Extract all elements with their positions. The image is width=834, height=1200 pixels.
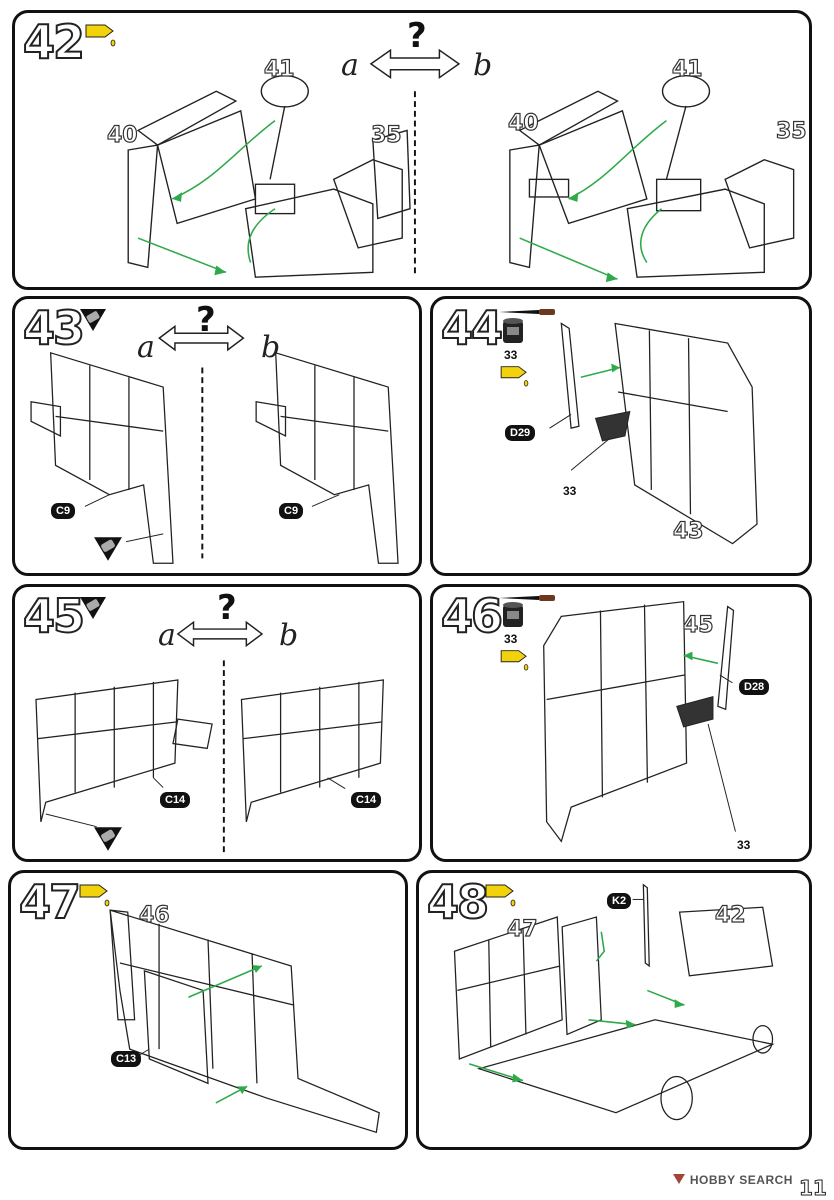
option-b-label: b	[261, 330, 281, 365]
glue-icon	[485, 884, 516, 907]
callout-42: 42	[714, 903, 746, 928]
callout-41: 41	[263, 57, 295, 82]
paint-code-pointer: 33	[737, 838, 751, 852]
paint-pot-icon	[503, 318, 523, 343]
paint-brush-icon	[499, 309, 555, 315]
callout-35: 35	[775, 119, 807, 144]
brand-name: HOBBY SEARCH	[689, 1173, 793, 1187]
step-42-illustration	[127, 48, 795, 283]
paint-code-pointer: 33	[563, 484, 577, 498]
cut-icon	[94, 537, 122, 561]
part-label-d29: D29	[505, 425, 536, 441]
paint-code: 33	[504, 632, 518, 646]
step-42-panel: 42 a ? b 41 40 35 41 40 35	[12, 10, 812, 290]
glue-icon	[79, 884, 110, 907]
step-number: 48	[426, 875, 490, 929]
option-b-label: b	[473, 48, 493, 83]
cut-icon	[94, 827, 122, 851]
step-46-illustration	[543, 600, 736, 843]
callout-46: 46	[138, 903, 170, 928]
part-label-c14: C14	[351, 792, 382, 808]
step-number: 47	[18, 875, 82, 929]
glue-icon	[85, 24, 116, 47]
callout-35: 35	[370, 123, 402, 148]
question-mark: ?	[196, 300, 216, 340]
brand-logo-icon	[673, 1174, 685, 1184]
callout-40: 40	[507, 111, 539, 136]
step-number: 44	[440, 301, 504, 355]
part-label-c14: C14	[160, 792, 191, 808]
step-number: 45	[22, 589, 86, 643]
cut-icon	[80, 597, 106, 619]
step-47-illustration	[109, 909, 380, 1134]
cut-icon	[80, 309, 106, 331]
step-47-panel: 47 46 C13	[8, 870, 408, 1150]
brand-watermark: HOBBY SEARCH	[672, 1173, 793, 1187]
step-44-panel: 44 33 D29 33 43	[430, 296, 812, 576]
paint-pot-icon	[503, 602, 523, 627]
callout-45: 45	[682, 613, 714, 638]
option-b-label: b	[279, 618, 299, 653]
part-label-c13: C13	[111, 1051, 142, 1067]
step-48-panel: 48 K2 47 42	[416, 870, 812, 1150]
part-label-k2: K2	[607, 893, 632, 909]
paint-brush-icon	[499, 595, 555, 601]
part-label-d28: D28	[739, 679, 770, 695]
step-48-illustration	[453, 883, 775, 1121]
callout-41: 41	[671, 57, 703, 82]
step-number: 46	[440, 589, 504, 643]
step-43-panel: 43 a ? b C9 C9	[12, 296, 422, 576]
callout-47: 47	[506, 917, 538, 942]
part-label-c9: C9	[279, 503, 304, 519]
step-46-panel: 46 33 45 D28 33	[430, 584, 812, 862]
page-number: 11	[799, 1176, 828, 1200]
callout-43: 43	[672, 519, 704, 544]
question-mark: ?	[217, 588, 237, 628]
question-mark: ?	[407, 16, 427, 56]
step-number: 43	[22, 301, 86, 355]
step-45-illustration	[35, 620, 384, 854]
option-a-label: a	[158, 618, 176, 653]
callout-40: 40	[106, 123, 138, 148]
step-number: 42	[22, 15, 86, 69]
option-a-label: a	[341, 48, 359, 83]
option-a-label: a	[137, 330, 155, 365]
paint-code: 33	[504, 348, 518, 362]
glue-icon	[500, 366, 529, 387]
part-label-c9: C9	[51, 503, 76, 519]
step-44-illustration	[549, 322, 758, 545]
step-45-panel: 45 a ? b C14 C14	[12, 584, 422, 862]
step-43-illustration	[30, 324, 399, 564]
glue-icon	[500, 650, 529, 671]
